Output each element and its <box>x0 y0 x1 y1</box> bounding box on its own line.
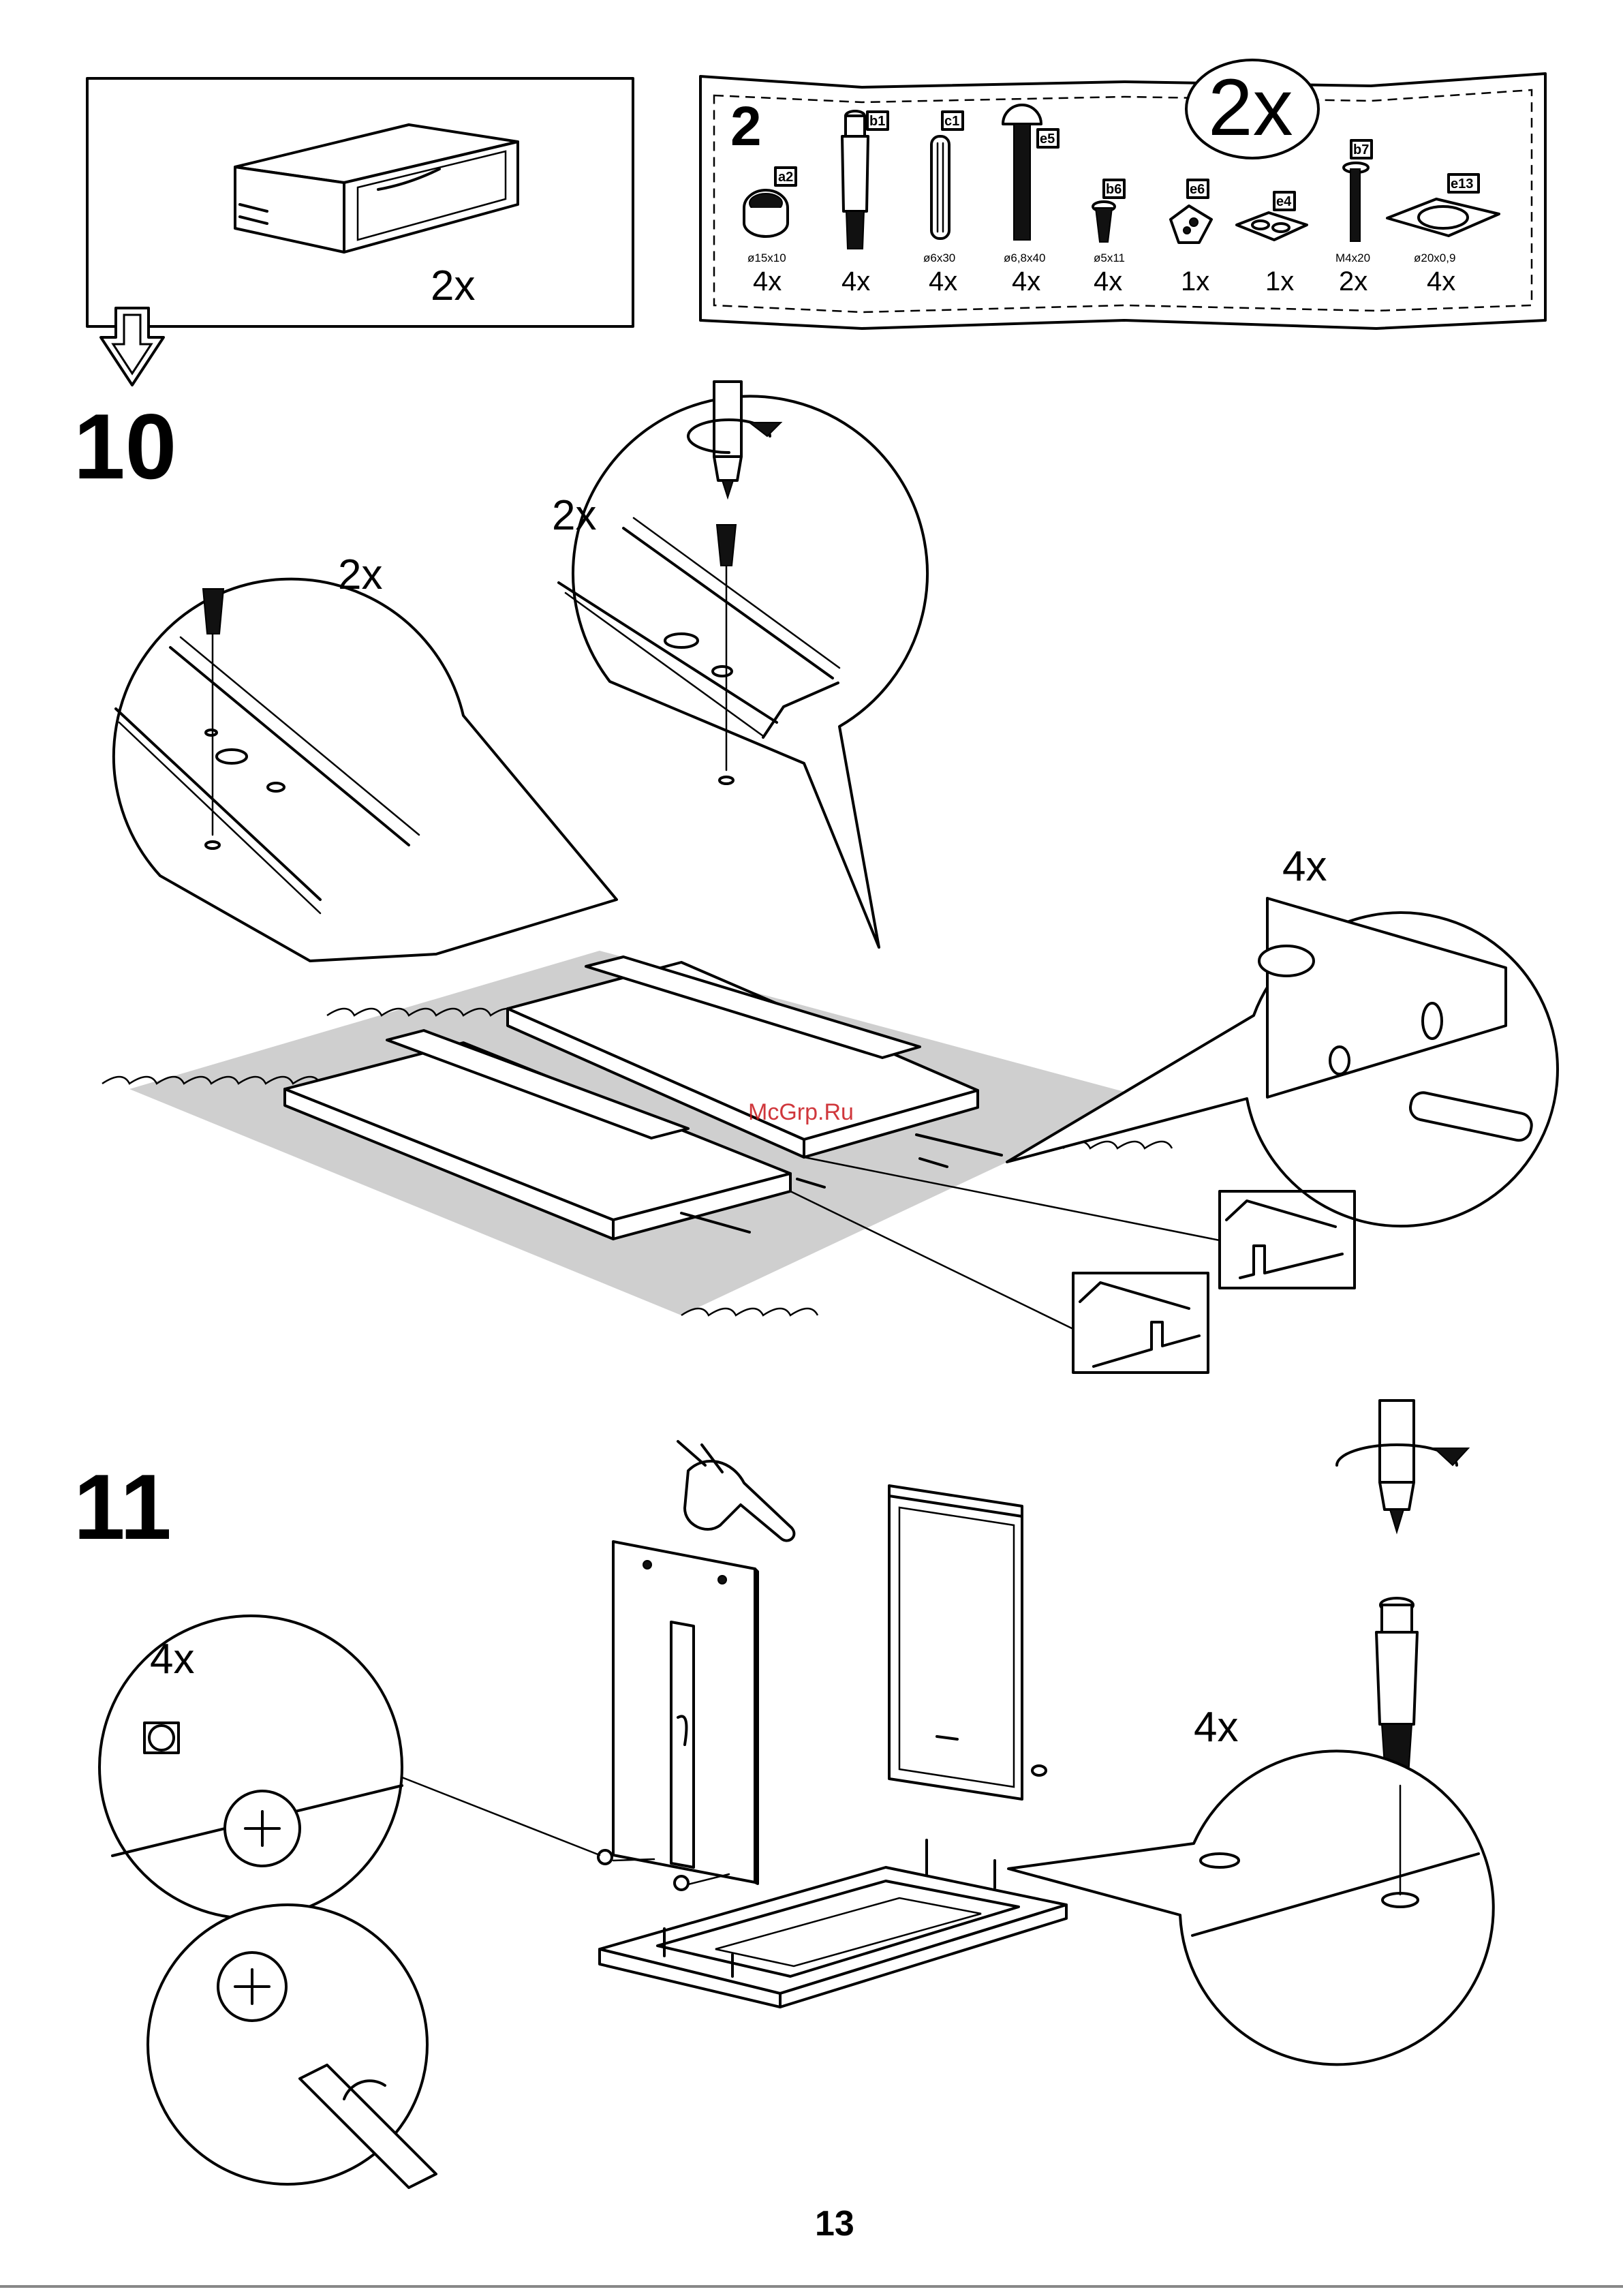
callout-left-rail-screw: 2x <box>114 551 617 961</box>
part-code: e6 <box>1190 182 1205 197</box>
callout-quantity: 4x <box>1282 843 1327 890</box>
part-e4: e4 1x <box>1237 192 1307 296</box>
part-code: c1 <box>944 114 959 129</box>
part-quantity: 4x <box>753 266 782 296</box>
part-quantity: 4x <box>1012 266 1040 296</box>
watermark: McGrp.Ru <box>748 1099 854 1125</box>
part-code: e4 <box>1276 194 1292 209</box>
step-number: 10 <box>74 395 176 498</box>
part-code: b1 <box>869 114 885 129</box>
part-size: ø6,8x40 <box>1004 251 1045 264</box>
step-11: 11 <box>74 1400 1494 2188</box>
part-size: ø5x11 <box>1094 251 1125 264</box>
part-size: ø6x30 <box>923 251 955 264</box>
next-step-arrow-icon <box>101 308 164 385</box>
part-b7: b7 M4x20 2x <box>1335 140 1372 296</box>
part-quantity: 4x <box>841 266 870 296</box>
page-number: 13 <box>815 2204 854 2244</box>
part-size: ø15x10 <box>747 251 786 264</box>
person-count: 2 <box>730 95 762 157</box>
hardware-parts-panel: 2 2x a2 ø15x10 4x b1 4x c1 <box>700 60 1545 328</box>
part-b6: b6 ø5x11 4x <box>1093 180 1125 296</box>
part-quantity: 1x <box>1181 266 1209 296</box>
part-c1: c1 ø6x30 4x <box>923 112 963 296</box>
step-number: 11 <box>74 1455 172 1559</box>
part-code: b6 <box>1106 182 1122 197</box>
callout-left-cam-lock: 4x <box>99 1616 600 1918</box>
drawer-quantity: 2x <box>431 262 475 309</box>
drawer-illustration <box>235 125 518 252</box>
pressing-hand-icon <box>678 1441 794 1541</box>
part-size: ø20x0,9 <box>1414 251 1455 264</box>
callout-quantity: 4x <box>1194 1704 1238 1751</box>
screwdriver-cam-bolt <box>1337 1400 1468 1786</box>
callout-right-cam-bolt-hole: 4x <box>1008 1704 1494 2064</box>
set-quantity: 2x <box>1208 63 1293 153</box>
part-e13: e13 ø20x0,9 4x <box>1387 174 1499 296</box>
part-b1: b1 4x <box>841 111 888 296</box>
part-quantity: 4x <box>929 266 957 296</box>
part-a2: a2 ø15x10 4x <box>744 168 796 296</box>
part-quantity: 4x <box>1094 266 1122 296</box>
drawer-side-panel <box>613 1542 758 1884</box>
part-quantity: 1x <box>1265 266 1294 296</box>
drawer-overview-box: 2x <box>87 78 633 385</box>
part-e6: e6 1x <box>1171 180 1211 296</box>
callout-right-dowel: 4x <box>1007 843 1558 1226</box>
callout-quantity: 4x <box>150 1636 194 1683</box>
part-code: b7 <box>1353 142 1369 157</box>
part-code: a2 <box>778 170 793 185</box>
part-quantity: 4x <box>1427 266 1455 296</box>
two-person-icon: 2 <box>730 95 762 157</box>
drawer-front-panel <box>889 1486 1046 1799</box>
callout-quantity: 2x <box>552 492 596 539</box>
step-10: 10 <box>74 382 1558 1373</box>
part-size: M4x20 <box>1335 251 1370 264</box>
part-code: e5 <box>1040 132 1055 147</box>
part-code: e13 <box>1451 177 1473 192</box>
callout-quantity: 2x <box>338 551 382 598</box>
part-quantity: 2x <box>1339 266 1367 296</box>
callout-top-rail-screw: 2x <box>552 396 927 947</box>
part-e5: e5 ø6,8x40 4x <box>1003 105 1058 296</box>
callout-left-turn-cam <box>148 1905 436 2188</box>
